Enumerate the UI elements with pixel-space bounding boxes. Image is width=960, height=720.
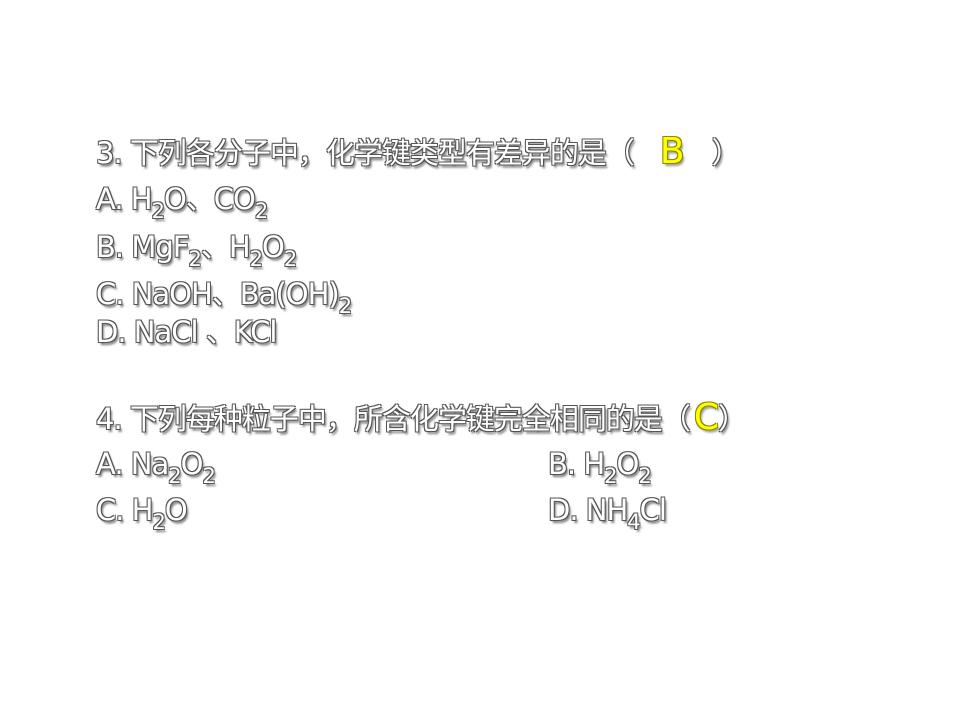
option-b-formula: 、H: [200, 230, 251, 264]
subscript: 2: [338, 294, 352, 318]
option-c-formula: O: [164, 493, 188, 527]
option-b-formula: O: [616, 447, 640, 481]
question-3-option-d: D. NaCl 、KCl: [96, 314, 277, 350]
question-4-option-d: D. NH4Cl: [548, 492, 667, 533]
subscript: 2: [604, 464, 617, 488]
subscript: 2: [202, 464, 215, 488]
option-c-label: C. NaOH、Ba(OH): [96, 277, 340, 311]
subscript: 2: [168, 464, 181, 488]
subscript: 2: [188, 247, 201, 271]
question-3-option-b: B. MgF2、H2O2: [96, 229, 297, 270]
option-c-label: C. H: [96, 493, 153, 527]
subscript: 2: [249, 247, 263, 271]
option-a-formula: O: [180, 447, 204, 481]
question-3-option-c: C. NaOH、Ba(OH)2: [96, 276, 352, 317]
subscript: 4: [627, 510, 640, 534]
option-d-label: D. NH: [548, 493, 628, 527]
question-4-stem-text: 4. 下列每种粒子中，所含化学键完全相同的是（: [96, 402, 691, 436]
question-3-stem-text: 3. 下列各分子中，化学键类型有差异的是（: [96, 136, 635, 170]
option-a-label: A. Na: [96, 447, 169, 481]
option-a-formula: O、CO: [163, 182, 256, 216]
option-a-label: A. H: [96, 182, 153, 216]
option-d-formula: Cl: [639, 493, 667, 527]
question-4-option-b: B. H2O2: [548, 446, 652, 487]
option-b-label: B. H: [548, 447, 605, 481]
question-4-option-a: A. Na2O2: [96, 446, 216, 487]
question-4-option-c: C. H2O: [96, 492, 188, 533]
question-4-stem: 4. 下列每种粒子中，所含化学键完全相同的是（C）: [96, 397, 747, 438]
subscript: 2: [152, 510, 166, 534]
subscript: 2: [151, 199, 165, 223]
question-4-stem-close: ）: [718, 402, 747, 436]
question-3-answer: B: [659, 131, 685, 172]
question-3-stem-close: ）: [711, 136, 741, 170]
question-3-option-a: A. H2O、CO2: [96, 181, 268, 222]
question-4-answer: C: [693, 397, 719, 438]
option-d-label: D. NaCl 、KCl: [96, 315, 277, 349]
subscript: 2: [283, 247, 297, 271]
subscript: 2: [638, 464, 651, 488]
option-b-formula-2: O: [262, 230, 285, 264]
question-3-stem: 3. 下列各分子中，化学键类型有差异的是（ B ）: [96, 131, 741, 172]
subscript: 2: [254, 199, 268, 223]
option-b-label: B. MgF: [96, 230, 189, 264]
